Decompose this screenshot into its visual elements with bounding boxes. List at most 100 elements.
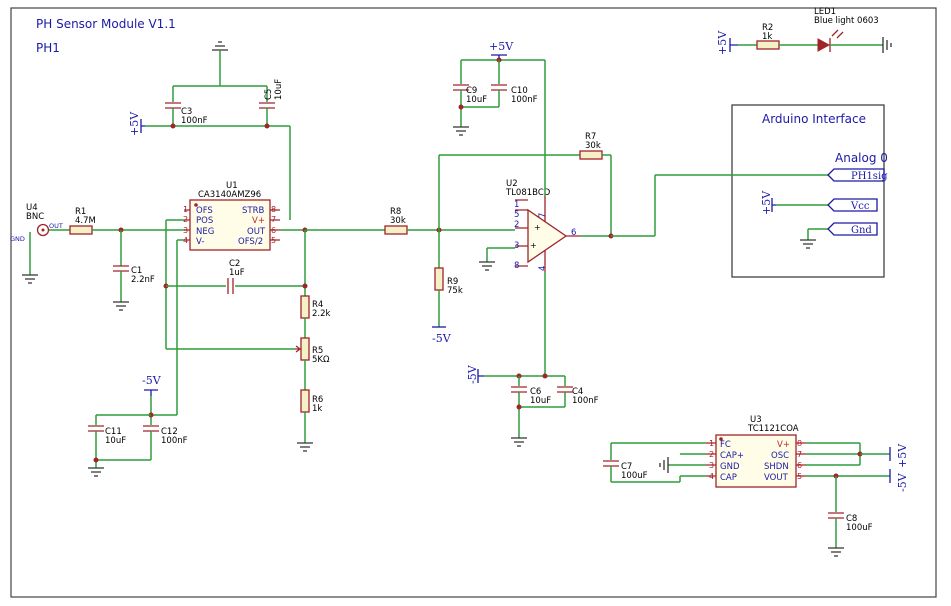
svg-text:C8: C8 [846, 514, 857, 524]
svg-text:U2: U2 [506, 179, 518, 189]
svg-text:-5V: -5V [142, 374, 162, 387]
svg-text:V-: V- [196, 237, 204, 247]
svg-text:10uF: 10uF [466, 95, 487, 105]
svg-text:C9: C9 [466, 86, 477, 96]
svg-text:CAP: CAP [720, 473, 737, 483]
svg-text:V+: V+ [252, 216, 265, 226]
svg-text:FC: FC [720, 440, 731, 450]
capacitor-c12: C12 100nF [143, 425, 188, 446]
svg-text:100uF: 100uF [621, 471, 648, 481]
resistor-r4: R4 2.2k [300, 295, 331, 319]
svg-text:10uF: 10uF [530, 396, 551, 406]
svg-text:C12: C12 [161, 427, 178, 437]
capacitor-c8: C8 100uF [828, 512, 873, 533]
svg-text:Arduino Interface: Arduino Interface [762, 112, 866, 126]
svg-text:-5V: -5V [896, 472, 909, 492]
svg-text:STRB: STRB [242, 206, 264, 216]
opamp-u1: U1 CA3140AMZ96 OFS POS NEG V- 1 2 3 4 ST… [183, 181, 280, 251]
svg-text:Vcc: Vcc [850, 201, 870, 212]
led-led1: LED1 Blue light 0603 [814, 7, 879, 52]
svg-text:+5V: +5V [896, 443, 909, 468]
svg-text:R5: R5 [312, 346, 323, 356]
svg-text:4: 4 [538, 266, 548, 271]
svg-text:POS: POS [196, 216, 213, 226]
svg-text:5KΩ: 5KΩ [312, 355, 330, 365]
svg-text:OSC: OSC [771, 451, 789, 461]
ground-symbol [297, 442, 313, 452]
resistor-r6: R6 1k [300, 389, 323, 414]
svg-text:+5V: +5V [128, 111, 141, 136]
resistor-r8: R8 30k [384, 207, 408, 235]
svg-text:R9: R9 [447, 277, 458, 287]
svg-text:100nF: 100nF [572, 396, 599, 406]
svg-text:100nF: 100nF [181, 116, 208, 126]
svg-text:TL081BCD: TL081BCD [505, 188, 551, 198]
svg-text:+5V: +5V [716, 30, 729, 55]
svg-text:Blue light 0603: Blue light 0603 [814, 16, 879, 26]
svg-text:R6: R6 [312, 395, 323, 405]
svg-text:+: + [530, 241, 537, 250]
svg-text:R1: R1 [75, 207, 86, 217]
svg-text:C1: C1 [131, 266, 142, 276]
svg-text:1: 1 [514, 200, 519, 210]
svg-text:R8: R8 [390, 207, 401, 217]
svg-text:2.2k: 2.2k [312, 309, 331, 319]
capacitor-c3: C3 100nF [165, 102, 208, 126]
svg-text:5: 5 [514, 210, 519, 220]
svg-text:10uF: 10uF [274, 79, 284, 100]
svg-text:OUT: OUT [49, 222, 63, 230]
svg-text:V+: V+ [777, 440, 790, 450]
capacitor-c2: C2 1uF [227, 259, 245, 294]
capacitor-c7: C7 100uF [603, 460, 648, 481]
svg-text:VOUT: VOUT [764, 473, 789, 483]
svg-text:OUT: OUT [247, 227, 266, 237]
svg-text:1uF: 1uF [229, 268, 245, 278]
svg-text:BNC: BNC [26, 212, 44, 222]
potentiometer-r5: R5 5KΩ [295, 337, 330, 365]
svg-text:C3: C3 [181, 107, 192, 117]
ground-symbol [113, 301, 129, 311]
svg-text:10uF: 10uF [105, 436, 126, 446]
svg-text:C6: C6 [530, 387, 541, 397]
svg-text:+5V: +5V [760, 190, 773, 215]
bnc-connector-u4: U4 BNC OUT GND [10, 203, 63, 284]
svg-text:1k: 1k [762, 32, 772, 42]
capacitor-c10: C10 100nF [491, 84, 538, 105]
ground-symbol [479, 261, 495, 271]
svg-text:C10: C10 [511, 86, 528, 96]
capacitor-c1: C1 2.2nF [113, 265, 155, 285]
capacitor-c4: C4 100nF [557, 386, 599, 406]
svg-text:+: + [534, 223, 541, 232]
svg-text:CAP+: CAP+ [720, 451, 744, 461]
svg-text:75k: 75k [447, 286, 463, 296]
capacitor-c9: C9 10uF [453, 84, 487, 105]
resistor-r2: R2 1k [756, 23, 780, 50]
svg-text:100uF: 100uF [846, 523, 873, 533]
svg-text:C2: C2 [229, 259, 240, 269]
ground-symbol [511, 437, 527, 447]
svg-text:OFS/2: OFS/2 [238, 237, 263, 247]
ground-symbol [88, 467, 104, 477]
svg-text:2.2nF: 2.2nF [131, 275, 155, 285]
svg-text:R7: R7 [585, 132, 596, 142]
svg-text:OFS: OFS [196, 206, 213, 216]
svg-text:U3: U3 [750, 415, 762, 425]
svg-text:+5V: +5V [489, 40, 514, 53]
svg-text:2: 2 [514, 220, 519, 230]
sheet-title: PH Sensor Module V1.1 [36, 17, 176, 31]
svg-text:-5V: -5V [466, 364, 479, 384]
svg-text:100nF: 100nF [161, 436, 188, 446]
svg-text:U1: U1 [226, 181, 238, 191]
svg-text:LED1: LED1 [814, 7, 836, 17]
svg-text:SHDN: SHDN [764, 462, 789, 472]
arduino-interface-box: Arduino Interface Analog 0 [731, 104, 888, 278]
svg-text:C7: C7 [621, 462, 632, 472]
ground-symbol [882, 37, 892, 53]
opamp-u2: U2 TL081BCD + + 1 5 2 3 8 7 4 6 [505, 179, 580, 272]
svg-text:TC1121COA: TC1121COA [747, 424, 799, 434]
svg-text:-5V: -5V [432, 332, 452, 345]
svg-text:Gnd: Gnd [851, 225, 872, 236]
svg-text:GND: GND [720, 462, 740, 472]
svg-text:U4: U4 [26, 203, 38, 213]
